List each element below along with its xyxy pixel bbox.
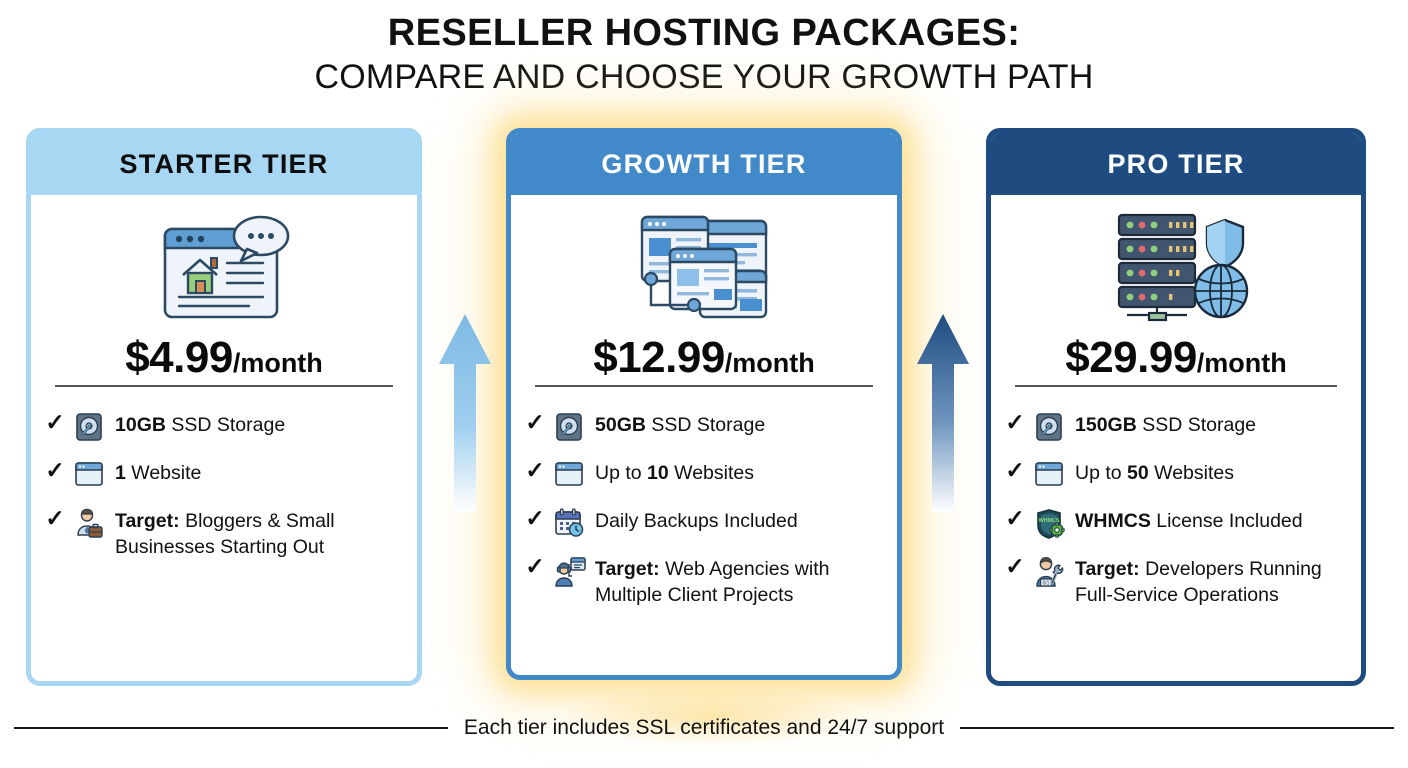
price-amount-starter: $4.99 [125,333,233,382]
browser-window-house-icon [45,195,403,327]
browser-window-icon [1034,459,1066,489]
page-subtitle: COMPARE AND CHOOSE YOUR GROWTH PATH [314,57,1094,96]
feature-item: ✓ Up to 50 Websites [1005,456,1347,489]
browser-window-icon [74,459,106,489]
feature-text: 10GB SSD Storage [115,413,286,436]
feature-item: ✓ 1 Website [45,456,403,489]
feature-item: ✓ [525,504,883,537]
card-body-pro: $29.99/month ✓ [991,195,1361,681]
hard-drive-icon [554,411,586,441]
feature-item: ✓ WHMCS [1005,504,1347,539]
feature-item: ✓ 0/1 [1005,552,1347,608]
check-icon: ✓ [525,552,545,579]
businessman-icon [74,507,106,538]
feature-text: 1 Website [115,461,202,484]
feature-text: Up to 10 Websites [595,461,754,484]
card-body-starter: $4.99/month ✓ [31,195,417,681]
card-header-starter: STARTER TIER [31,133,417,195]
feature-text: 50GB SSD Storage [595,413,766,436]
price-amount-pro: $29.99 [1065,333,1197,382]
card-body-growth: $12.99/month ✓ [511,195,897,675]
check-icon: ✓ [45,408,65,435]
price-period-pro: /month [1196,348,1287,378]
support-agent-icon [554,555,586,587]
feature-item: ✓ 50GB SSD Storage [525,408,883,441]
feature-text: Daily Backups Included [595,509,798,532]
hard-drive-icon [1034,411,1066,441]
check-icon: ✓ [525,456,545,483]
feature-item: ✓ 10GB SSD Storage [45,408,403,441]
tier-name-growth: GROWTH TIER [601,148,807,179]
developer-wrench-icon: 0/1 [1034,555,1066,587]
price-period-starter: /month [232,348,323,378]
browser-window-icon [554,459,586,489]
feature-text: Target: Bloggers & Small Businesses Star… [115,509,335,558]
price-amount-growth: $12.99 [593,333,725,382]
pricing-card-pro[interactable]: PRO TIER [986,128,1366,686]
feature-text: WHMCS License Included [1075,509,1303,532]
feature-text: Up to 50 Websites [1075,461,1234,484]
tier-name-starter: STARTER TIER [119,148,329,179]
features-list-growth: ✓ 50GB SSD Storage [525,397,883,668]
feature-item: ✓ 150GB SSD Storage [1005,408,1347,441]
features-list-starter: ✓ 10GB SSD Storage [45,397,403,674]
price-row-growth: $12.99/month [525,327,883,397]
title-block: RESELLER HOSTING PACKAGES: COMPARE AND C… [0,0,1408,97]
check-icon: ✓ [1005,552,1025,579]
svg-text:0/1: 0/1 [1043,580,1050,586]
feature-text: Target: Web Agencies with Multiple Clien… [595,557,830,606]
whmcs-shield-gear-icon: WHMCS [1034,507,1066,539]
price-row-starter: $4.99/month [45,327,403,397]
hard-drive-icon [74,411,106,441]
price-period-growth: /month [724,348,815,378]
check-icon: ✓ [1005,504,1025,531]
card-header-growth: GROWTH TIER [511,133,897,195]
multiple-browser-windows-icon [525,195,883,327]
feature-item: ✓ Up to 10 Websites [525,456,883,489]
pricing-card-starter[interactable]: STARTER TIER [26,128,422,686]
price-divider [55,385,393,387]
page-title: RESELLER HOSTING PACKAGES: [387,12,1021,54]
server-rack-shield-globe-icon [1005,195,1347,327]
feature-text: Target: Developers Running Full-Service … [1075,557,1322,606]
feature-text: 150GB SSD Storage [1075,413,1257,436]
price-row-pro: $29.99/month [1005,327,1347,397]
check-icon: ✓ [1005,408,1025,435]
svg-text:WHMCS: WHMCS [1039,518,1060,524]
card-header-pro: PRO TIER [991,133,1361,195]
footer-note: Each tier includes SSL certificates and … [0,716,1408,740]
check-icon: ✓ [1005,456,1025,483]
check-icon: ✓ [525,408,545,435]
footer-divider-left [14,726,448,730]
check-icon: ✓ [525,504,545,531]
price-divider [1015,385,1337,387]
upgrade-arrow-growth-to-pro [912,312,974,512]
features-list-pro: ✓ 150GB SSD Storage [1005,397,1347,674]
feature-item: ✓ Target: Blo [45,504,403,560]
check-icon: ✓ [45,456,65,483]
footer-divider-right [960,726,1395,730]
feature-item: ✓ [525,552,883,608]
footer-text: Each tier includes SSL certificates and … [463,716,945,739]
pricing-card-growth[interactable]: GROWTH TIER [506,128,902,680]
check-icon: ✓ [45,504,65,531]
price-divider [535,385,873,387]
upgrade-arrow-starter-to-growth [434,312,496,512]
pricing-cards-row: STARTER TIER [0,128,1408,693]
tier-name-pro: PRO TIER [1107,148,1245,179]
calendar-clock-icon [554,507,586,537]
